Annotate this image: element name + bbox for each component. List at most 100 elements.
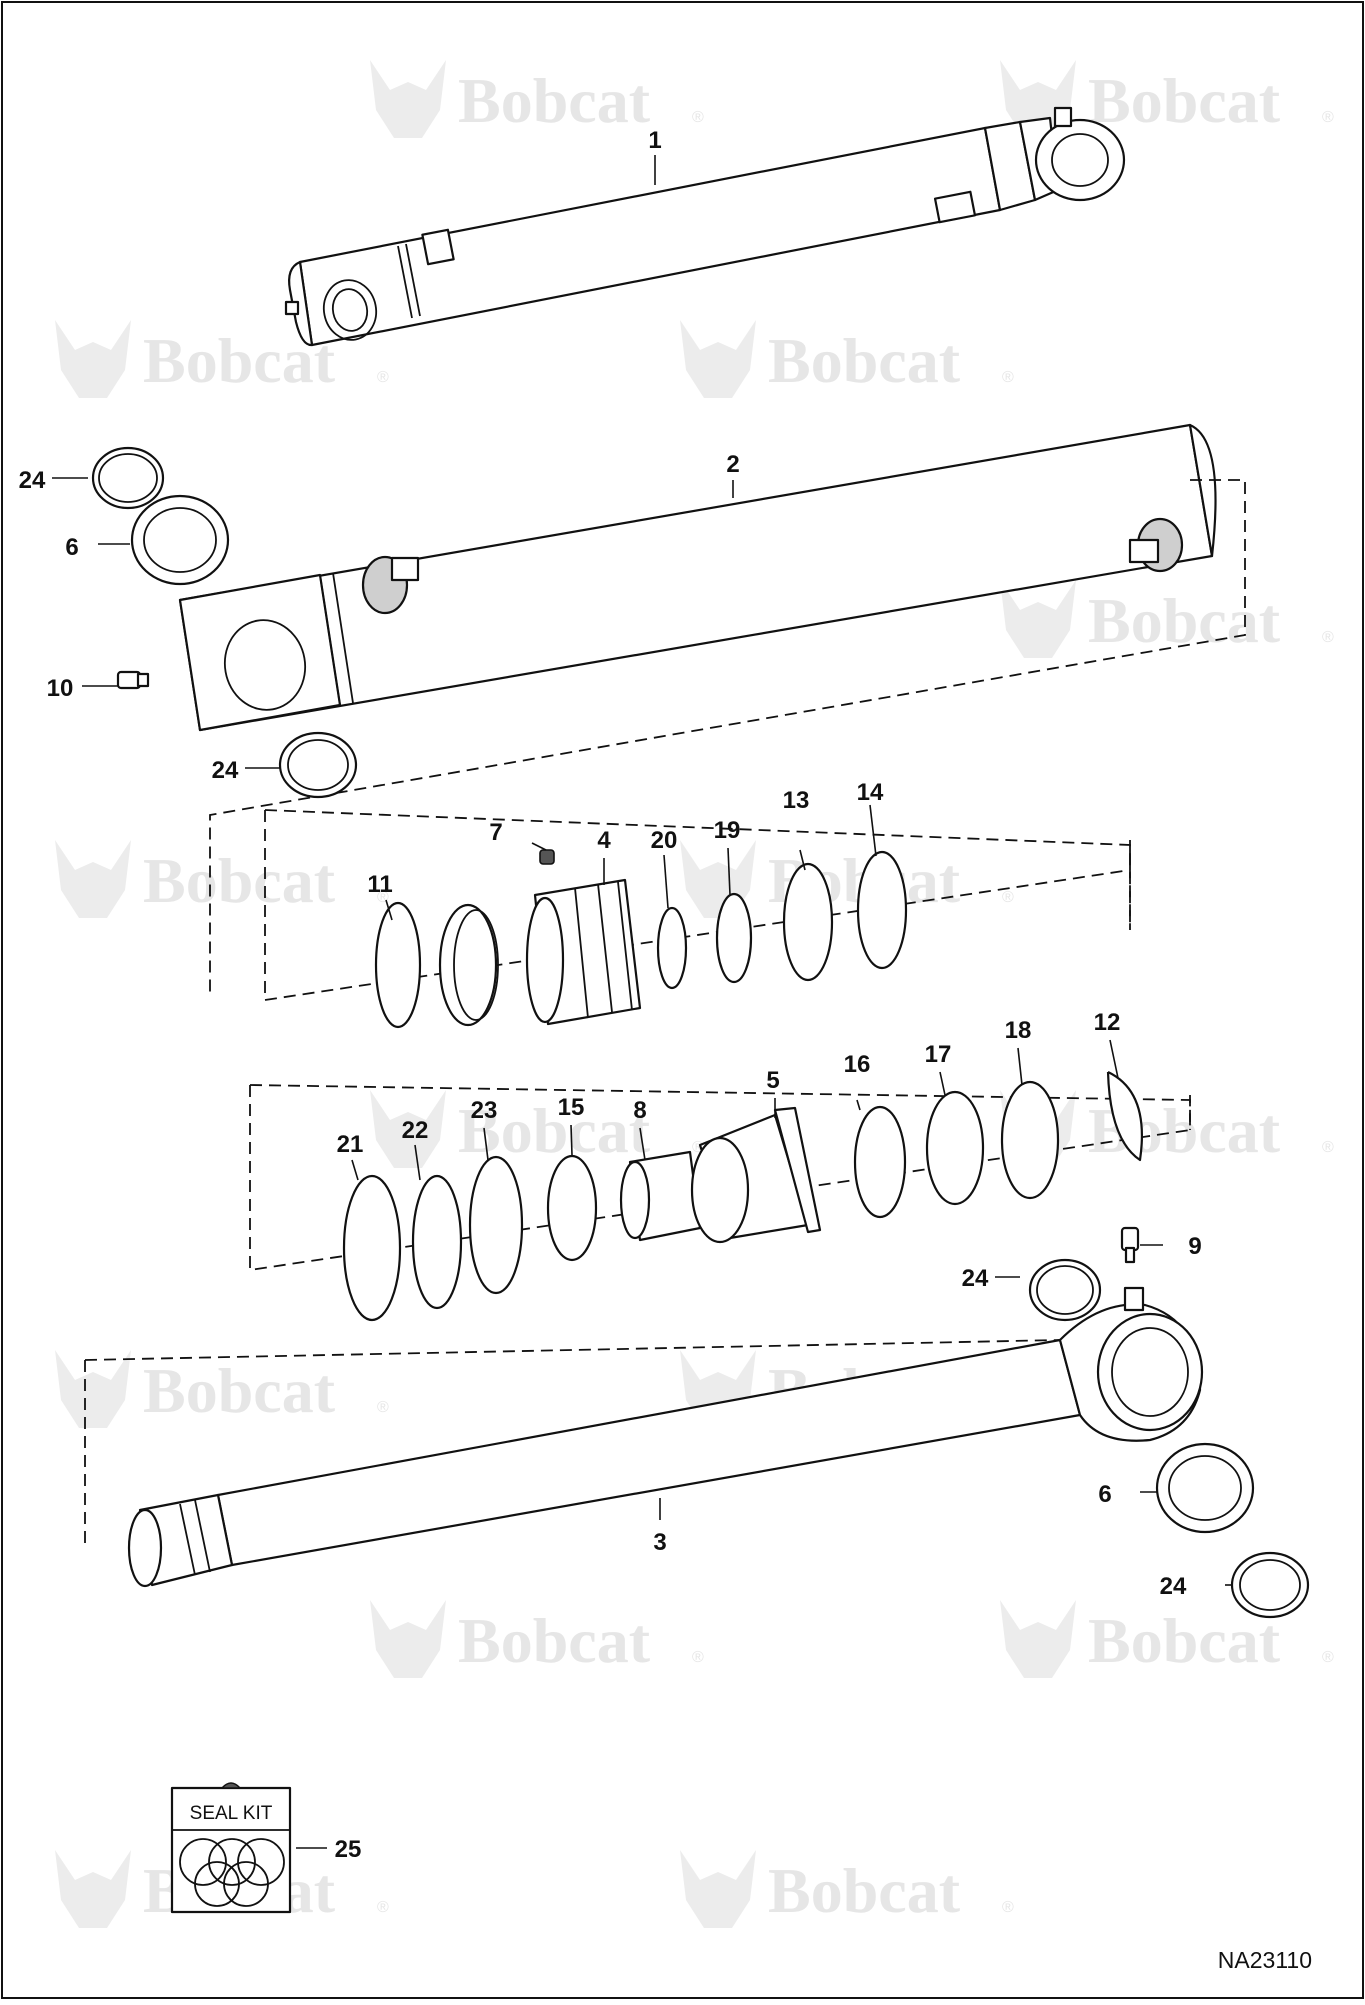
bobcat-logo-icon bbox=[370, 1600, 446, 1678]
row1-guide bbox=[264, 809, 1131, 925]
bobcat-logo-icon bbox=[55, 320, 131, 398]
watermark-registered-mark: ® bbox=[1322, 1139, 1334, 1156]
watermark-registered-mark: ® bbox=[377, 369, 389, 386]
bobcat-logo-icon bbox=[680, 320, 756, 398]
callout-10: 10 bbox=[47, 675, 74, 702]
part-1-cylinder-assembly bbox=[284, 106, 1126, 347]
callout-11: 11 bbox=[367, 871, 392, 898]
callout-19: 19 bbox=[714, 817, 741, 844]
callout-13: 13 bbox=[783, 787, 810, 814]
bobcat-logo-icon bbox=[680, 1850, 756, 1928]
row2-dashed-frame bbox=[249, 1085, 1191, 1272]
part-24-snap-ring-left bbox=[278, 731, 358, 799]
part-24-snap-ring-bottom bbox=[1230, 1551, 1310, 1619]
part-24-snap-ring-top bbox=[91, 446, 165, 510]
part-24-snap-ring-right bbox=[1028, 1258, 1102, 1322]
watermark-registered-mark: ® bbox=[692, 109, 704, 126]
watermark-tile: Bobcat ® bbox=[370, 60, 704, 138]
bobcat-logo-icon bbox=[1000, 580, 1076, 658]
bobcat-logo-icon bbox=[55, 1850, 131, 1928]
callout-22: 22 bbox=[402, 1117, 429, 1144]
watermark-tile: Bobcat® bbox=[55, 840, 389, 918]
watermark-tile: Bobcat ® bbox=[1000, 1600, 1334, 1678]
bobcat-logo-icon bbox=[1000, 1600, 1076, 1678]
callout-24-left: 24 bbox=[212, 757, 239, 784]
callout-12: 12 bbox=[1094, 1009, 1121, 1036]
rod-dashed-top bbox=[84, 1339, 1061, 1361]
watermark-tile: Bobcat ® bbox=[1000, 580, 1334, 658]
watermark-brand-text: Bobcat bbox=[143, 1355, 336, 1426]
watermark-tile: Bobcat® bbox=[680, 320, 1014, 398]
watermark-brand-text: Bobcat bbox=[1088, 1605, 1281, 1676]
callout-3: 3 bbox=[653, 1529, 666, 1556]
callout-24-bottom: 24 bbox=[1160, 1573, 1187, 1600]
callout-1: 1 bbox=[648, 127, 661, 154]
watermark-registered-mark: ® bbox=[692, 1649, 704, 1666]
row2-guide bbox=[249, 1084, 1191, 1130]
part-9-grease-fitting bbox=[1120, 1226, 1140, 1264]
watermark-brand-text: Bobcat bbox=[458, 1605, 651, 1676]
callout-9: 9 bbox=[1188, 1233, 1201, 1260]
callout-5: 5 bbox=[766, 1067, 779, 1094]
watermark-brand-text: Bobcat bbox=[458, 65, 651, 136]
watermark-registered-mark: ® bbox=[1002, 1899, 1014, 1916]
part-21-ring bbox=[342, 1174, 402, 1322]
callout-17: 17 bbox=[925, 1041, 952, 1068]
part-14-seal bbox=[856, 850, 908, 970]
callout-24-right: 24 bbox=[962, 1265, 989, 1292]
drawing-number: NA23110 bbox=[1218, 1947, 1312, 1973]
callout-4: 4 bbox=[597, 827, 611, 854]
seal-kit: SEAL KIT bbox=[170, 1782, 292, 1914]
part-11-wear-ring bbox=[438, 903, 498, 1027]
watermark-registered-mark: ® bbox=[1002, 369, 1014, 386]
callout-23: 23 bbox=[471, 1097, 498, 1124]
part-13-seal bbox=[782, 862, 834, 982]
watermark-brand-text: Bobcat bbox=[1088, 65, 1281, 136]
watermark-brand-text: Bobcat bbox=[458, 1095, 651, 1166]
watermark-layer: Bobcat ® Bobcat ® Bobcat ® Bobcat ® Bobcat ® Bobca… bbox=[55, 60, 1334, 1928]
part-15-ring bbox=[546, 1154, 598, 1262]
part-16-seal bbox=[853, 1105, 907, 1219]
callout-18: 18 bbox=[1005, 1017, 1032, 1044]
watermark-registered-mark: ® bbox=[1322, 629, 1334, 646]
part-11-ring bbox=[374, 901, 422, 1029]
watermark-registered-mark: ® bbox=[1322, 1649, 1334, 1666]
watermark-tile: Bobcat® bbox=[370, 1090, 704, 1168]
callout-6-top: 6 bbox=[65, 534, 78, 561]
watermark-registered-mark: ® bbox=[1002, 889, 1014, 906]
watermark-tile: Bobcat ® bbox=[370, 1600, 704, 1678]
part-12-ring bbox=[1106, 1071, 1144, 1162]
row1-dashed-frame bbox=[264, 810, 1131, 1002]
seal-kit-label: SEAL KIT bbox=[190, 1803, 273, 1824]
callout-14: 14 bbox=[857, 779, 884, 806]
callout-25: 25 bbox=[335, 1836, 362, 1863]
part-17-seal bbox=[925, 1090, 985, 1206]
part-10-grease-fitting bbox=[116, 670, 150, 690]
bobcat-logo-icon bbox=[55, 840, 131, 918]
bobcat-logo-icon bbox=[370, 60, 446, 138]
part-2-barrel bbox=[178, 423, 1246, 995]
part-18-wiper bbox=[1000, 1080, 1060, 1200]
piston-stack bbox=[374, 849, 908, 1029]
watermark-tile: Bobcat® bbox=[55, 1350, 389, 1428]
watermark-registered-mark: ® bbox=[1322, 109, 1334, 126]
part-20-o-ring bbox=[656, 906, 688, 990]
callout-16: 16 bbox=[844, 1051, 871, 1078]
callout-24-top: 24 bbox=[19, 467, 46, 494]
callout-21: 21 bbox=[337, 1131, 364, 1158]
part-6-bushing-top bbox=[130, 494, 230, 586]
part-23-ring bbox=[468, 1155, 524, 1295]
watermark-brand-text: Bobcat bbox=[143, 845, 336, 916]
part-7-setscrew bbox=[539, 849, 555, 865]
callout-labels: 1 2 3 4 5 6 6 7 8 9 10 11 12 13 14 15 16… bbox=[19, 127, 1202, 1863]
watermark-brand-text: Bobcat bbox=[1088, 585, 1281, 656]
watermark-tile: Bobcat® bbox=[680, 1850, 1014, 1928]
callout-7: 7 bbox=[489, 819, 502, 846]
leader-lines bbox=[52, 155, 1232, 1849]
watermark-registered-mark: ® bbox=[377, 1899, 389, 1916]
part-3-rod bbox=[127, 1286, 1204, 1588]
part-19-ring bbox=[715, 892, 753, 984]
